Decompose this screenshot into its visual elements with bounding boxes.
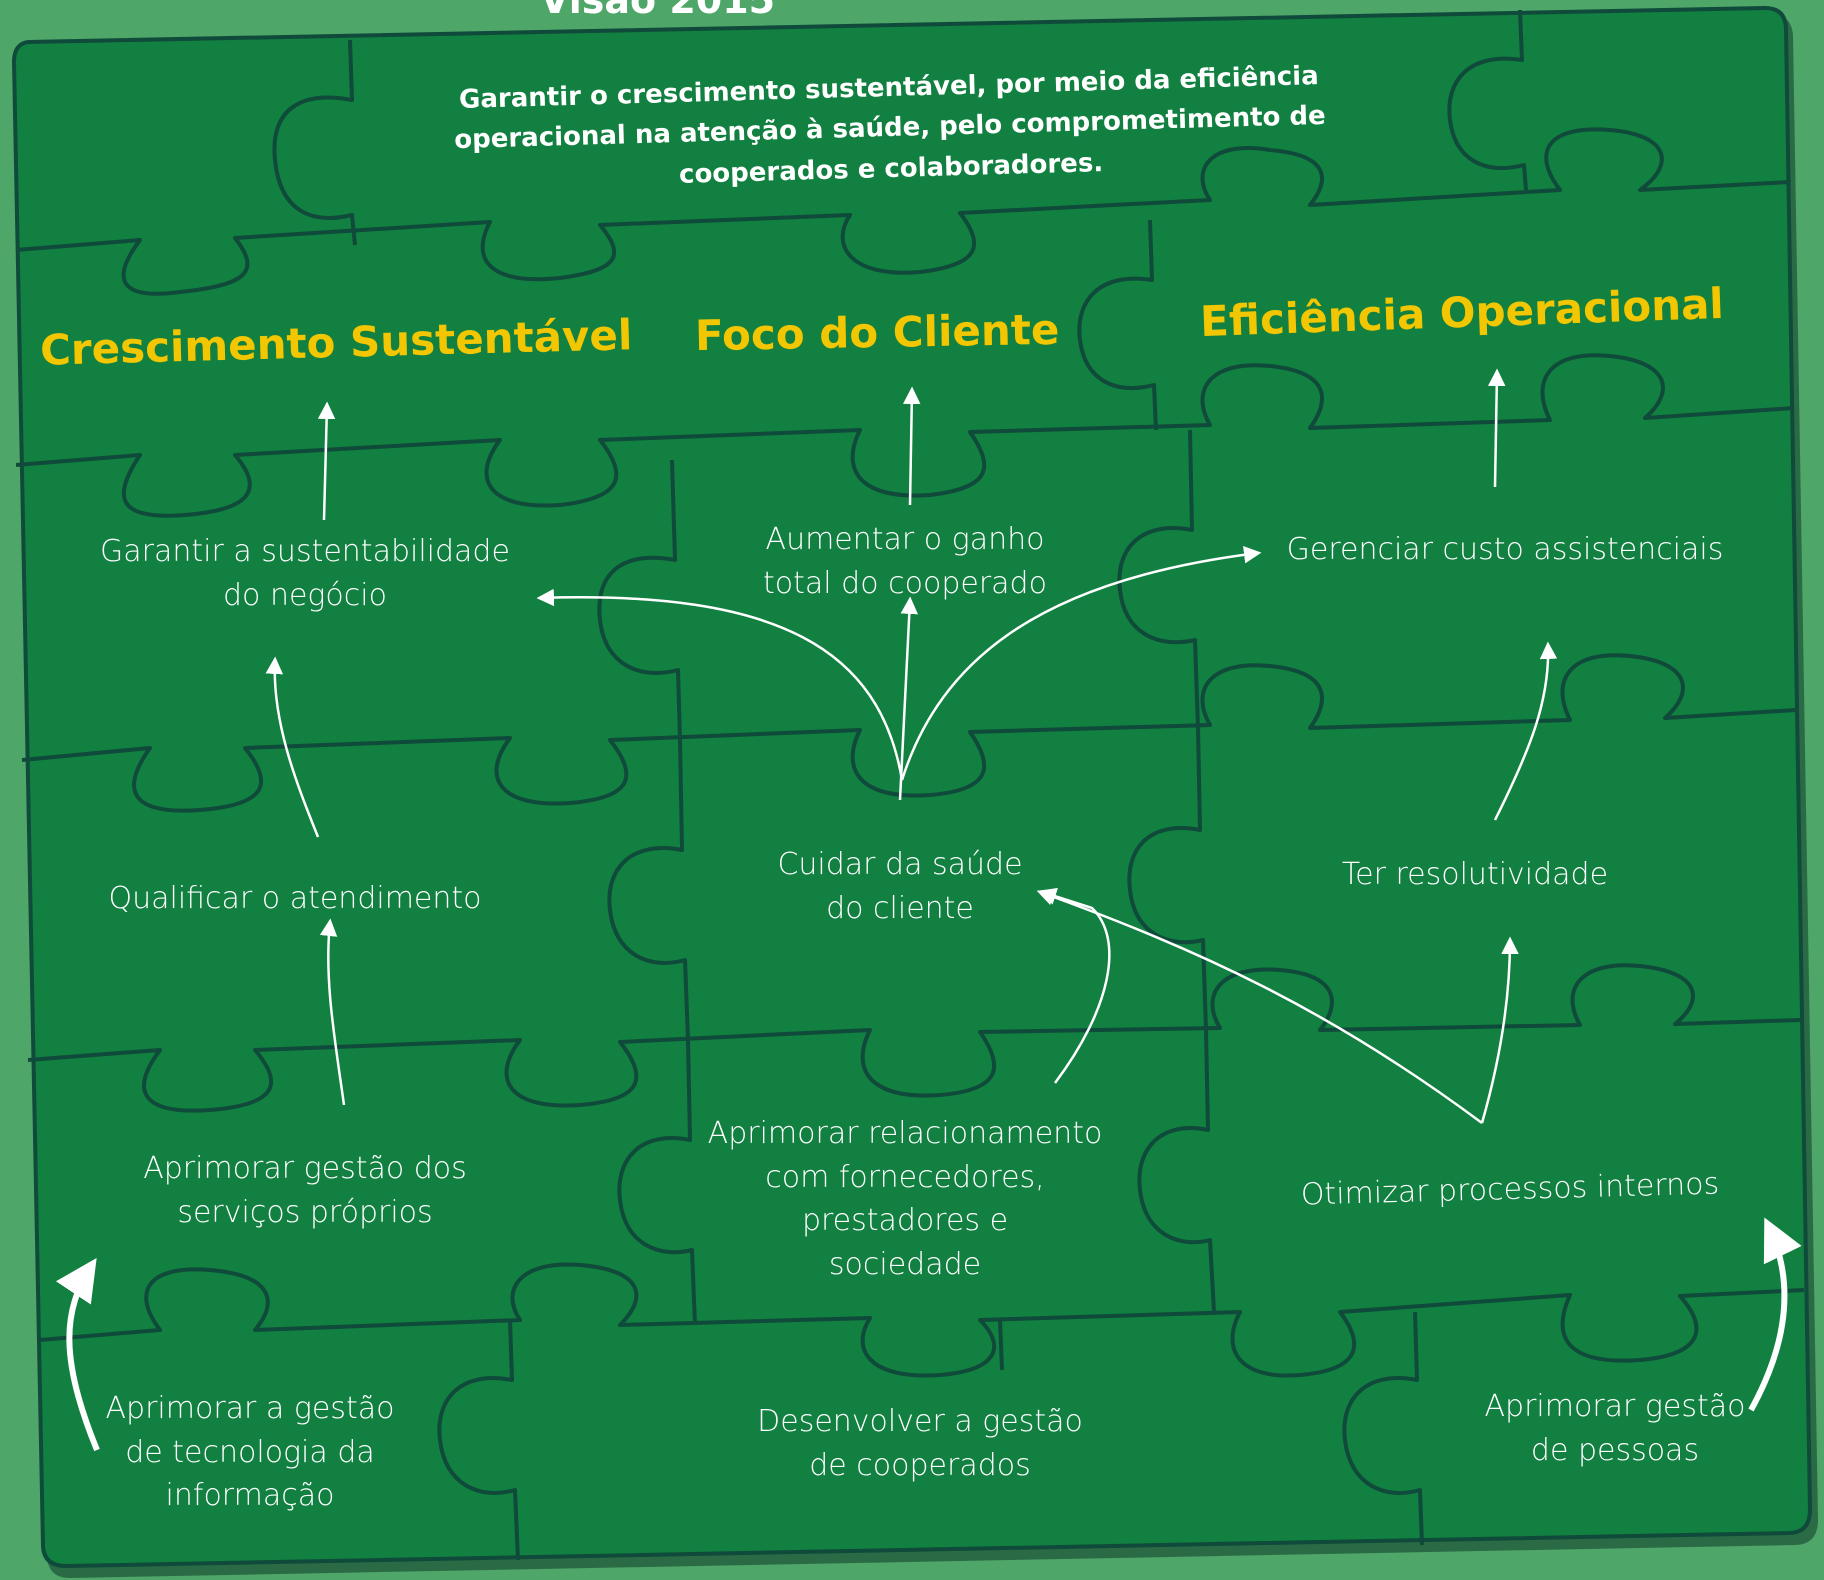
objective-tecnologia: Aprimorar a gestão de tecnologia da info…: [105, 1391, 395, 1513]
objective-ganho: Aumentar o ganho total do cooperado: [763, 522, 1047, 601]
arrow-tecnologia-to-servicos: [55, 1258, 100, 1452]
arrow-custo-to-eficiencia: [1488, 368, 1506, 488]
thick-arrows: [55, 1217, 1802, 1452]
objective-cuidar: Cuidar da saúde do cliente: [777, 847, 1023, 926]
arrow-sust-to-crescimento: [317, 401, 336, 521]
objective-pessoas: Aprimorar gestão de pessoas: [1484, 1389, 1746, 1468]
arrow-ganho-to-cliente: [903, 386, 921, 506]
objective-relacionamento: Aprimorar relacionamento com fornecedore…: [707, 1116, 1103, 1282]
objective-cooperados: Desenvolver a gestão de cooperados: [757, 1404, 1083, 1483]
arrows: [265, 368, 1558, 1125]
arrow-cuidar-to-custo: [900, 546, 1262, 781]
arrow-cuidar-to-ganho: [898, 596, 919, 801]
objective-custo: Gerenciar custo assistenciais: [1286, 532, 1724, 567]
objective-sustentabilidade: Garantir a sustentabilidade do negócio: [100, 534, 510, 613]
objective-resolutividade: Ter resolutividade: [1341, 857, 1609, 892]
arrow-processos-to-resolutividade: [1480, 936, 1519, 1124]
perspective-cliente: Foco do Cliente: [694, 304, 1060, 361]
arrow-cuidar-to-sust: [536, 588, 904, 781]
arrow-servicos-to-qualificar: [319, 918, 346, 1106]
arrow-resolutividade-to-custo: [1493, 641, 1558, 821]
objective-qualificar: Qualificar o atendimento: [108, 881, 482, 916]
vision-title: Visão 2015: [540, 0, 776, 22]
objective-servicos: Aprimorar gestão dos serviços próprios: [143, 1151, 467, 1230]
board-surface: [11, 5, 1813, 1569]
arrow-processos-to-cuidar: [1036, 888, 1483, 1125]
arrow-qualificar-to-sust: [265, 656, 320, 838]
puzzle-lines: [15, 9, 1805, 1561]
arrow-pessoas-to-processos: [1748, 1217, 1802, 1412]
